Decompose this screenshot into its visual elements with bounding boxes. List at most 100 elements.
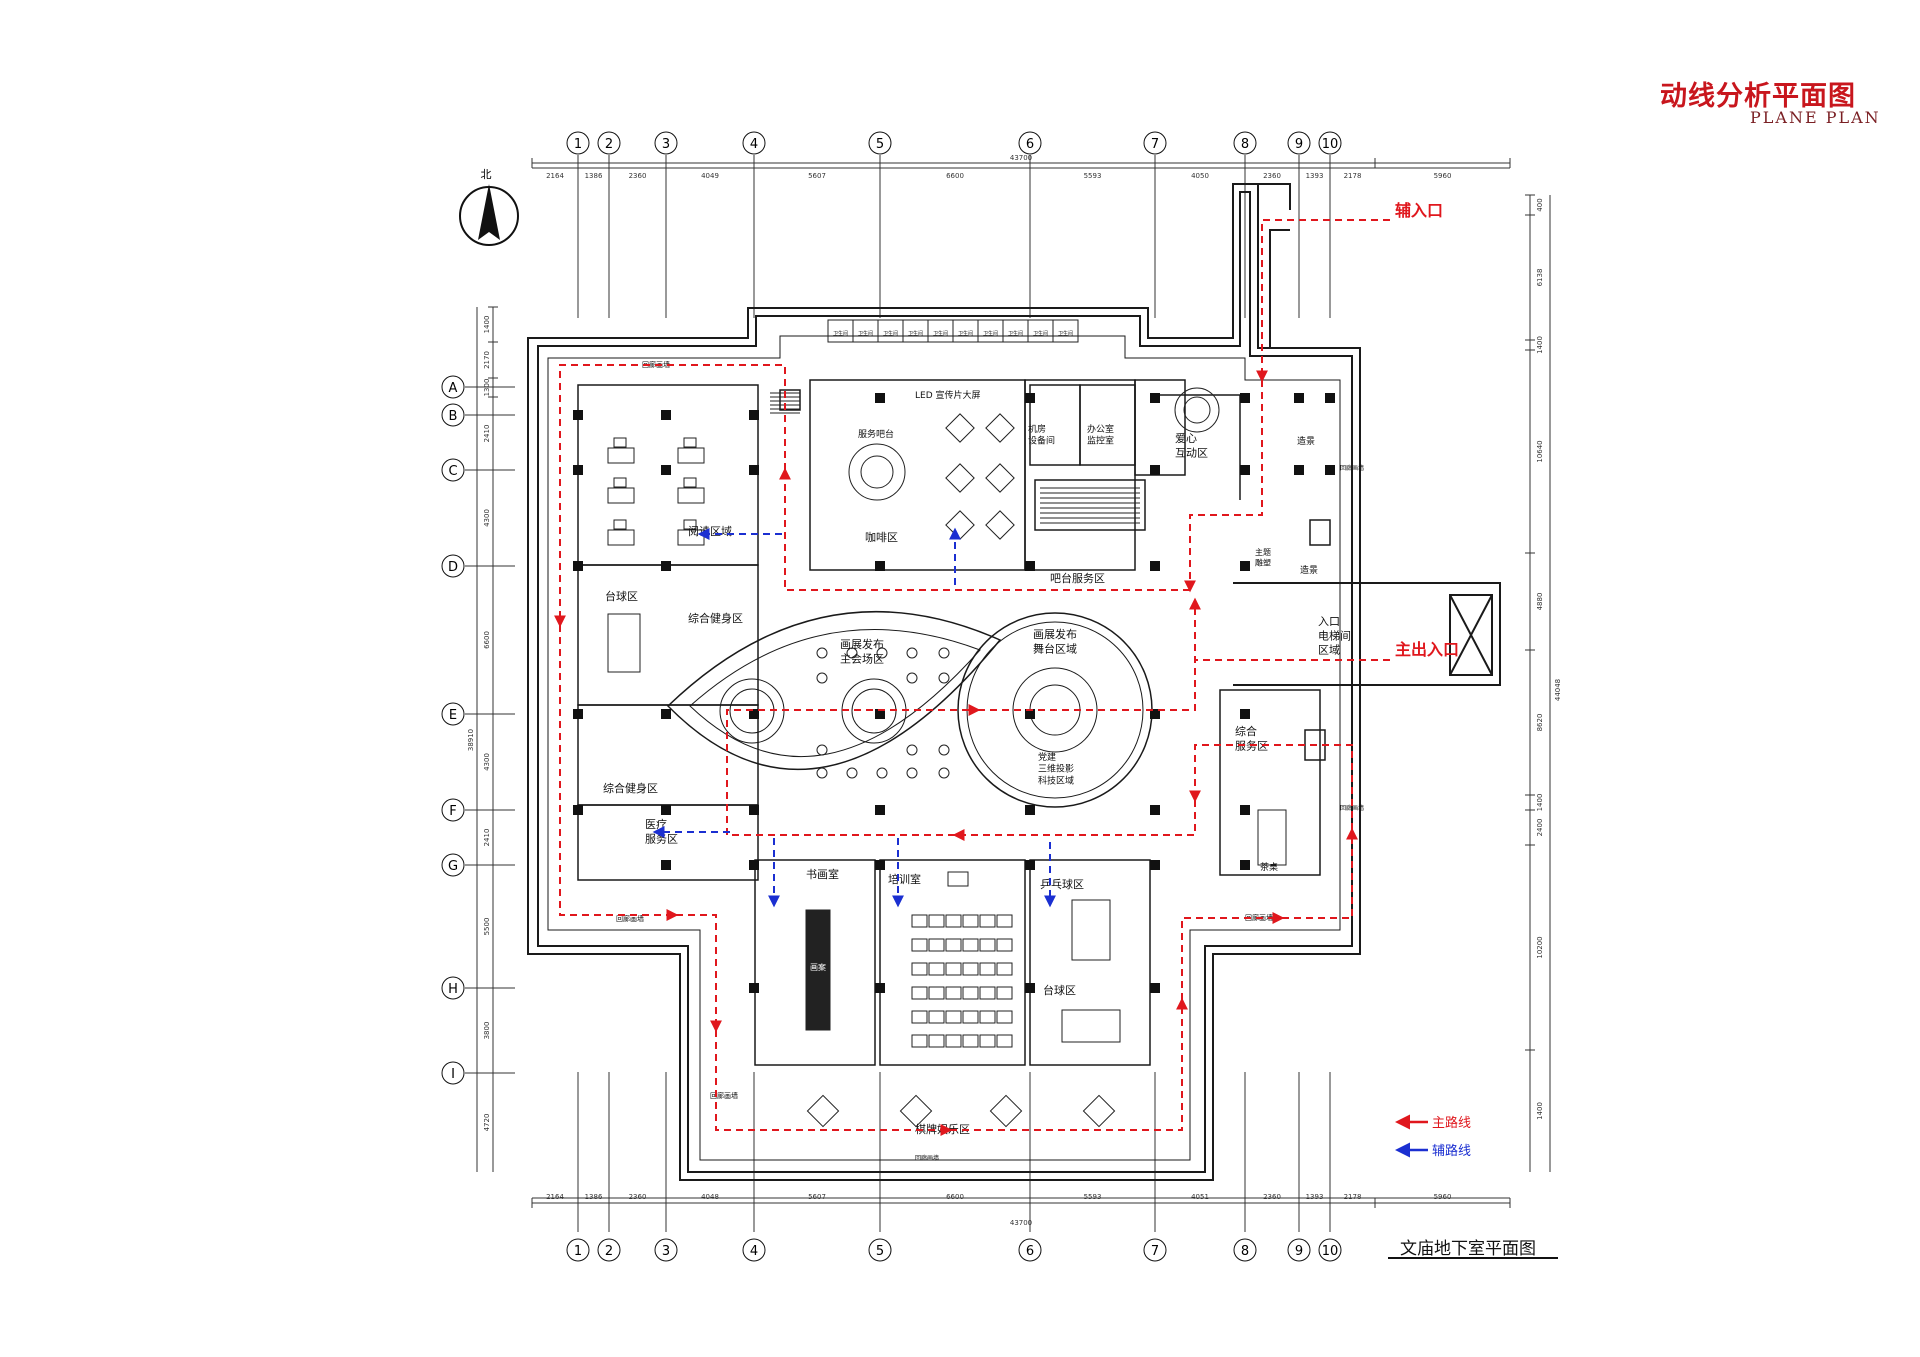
label-exhibition-main: 画展发布主会场区 xyxy=(840,637,884,665)
dim-bottom-label: 2360 xyxy=(1263,1193,1281,1201)
toilet-label: 卫生间 xyxy=(1033,330,1048,337)
toilet-label: 卫生间 xyxy=(933,330,948,337)
axis-bubble-col: 10 xyxy=(1318,1238,1342,1262)
column xyxy=(661,410,671,420)
column xyxy=(1025,805,1035,815)
axis-bubble-circle xyxy=(566,1238,590,1262)
column xyxy=(1150,561,1160,571)
axis-bubble-circle xyxy=(1233,131,1257,155)
axis-number-label: 9 xyxy=(1295,137,1303,152)
axis-bubble-circle xyxy=(1143,131,1167,155)
dim-bottom-label: 1386 xyxy=(585,1193,603,1201)
axis-number-label: 1 xyxy=(574,1244,582,1259)
column xyxy=(573,805,583,815)
axis-bubble-circle xyxy=(597,1238,621,1262)
axis-bubble-col: 6 xyxy=(1018,131,1042,155)
column xyxy=(573,465,583,475)
sheet-title-underline xyxy=(1388,1257,1558,1259)
training-seat xyxy=(911,986,928,1000)
label-machine-room: 机房设备间 xyxy=(1028,423,1055,447)
axis-bubble-row: C xyxy=(441,458,465,482)
chair xyxy=(613,437,627,448)
dim-left-label: 2170 xyxy=(483,351,491,369)
dim-bottom-label: 5593 xyxy=(1084,1193,1102,1201)
exhibition-seat xyxy=(876,647,888,659)
axis-bubble-col: 2 xyxy=(597,131,621,155)
dim-top-label: 5593 xyxy=(1084,172,1102,180)
billiards-table xyxy=(607,613,641,673)
dim-top-label: 4050 xyxy=(1191,172,1209,180)
dim-left-label: 1400 xyxy=(483,316,491,334)
axis-bubble-col: 7 xyxy=(1143,131,1167,155)
axis-bubble-circle xyxy=(1287,131,1311,155)
label-billiards-2: 台球区 xyxy=(1043,983,1076,997)
dim-right-label: 1400 xyxy=(1536,794,1544,812)
chair xyxy=(683,437,697,448)
dim-bottom-total: 43700 xyxy=(1010,1219,1032,1227)
dim-left-label: 5500 xyxy=(483,918,491,936)
column xyxy=(661,465,671,475)
desk xyxy=(607,529,635,546)
chess-table xyxy=(899,1094,933,1128)
dim-left-label: 4300 xyxy=(483,509,491,527)
route-legend: 主路线 辅路线 xyxy=(1395,1114,1471,1159)
column xyxy=(875,709,885,719)
axis-bubble-circle xyxy=(1318,1238,1342,1262)
desk xyxy=(607,447,635,464)
axis-bubble-circle xyxy=(441,403,465,427)
column xyxy=(875,860,885,870)
label-landscape-1: 造景 xyxy=(1297,435,1315,447)
dim-left-label: 1300 xyxy=(483,379,491,397)
axis-letter-label: B xyxy=(449,409,458,424)
chess-table xyxy=(806,1094,840,1128)
axis-bubble-col: 2 xyxy=(597,1238,621,1262)
axis-number-label: 7 xyxy=(1151,137,1159,152)
dim-top-label: 4049 xyxy=(701,172,719,180)
training-seat xyxy=(945,938,962,952)
axis-bubble-circle xyxy=(1233,1238,1257,1262)
toilet-label: 卫生间 xyxy=(858,330,873,337)
chair xyxy=(613,519,627,530)
cafe-table xyxy=(945,463,975,493)
dim-top-total: 43700 xyxy=(1010,154,1032,162)
column xyxy=(573,709,583,719)
dim-right-label: 2400 xyxy=(1536,819,1544,837)
axis-number-label: 8 xyxy=(1241,1244,1249,1259)
label-corridor-wall-3: 回廊画墙 xyxy=(710,1091,738,1100)
legend-main-route: 主路线 xyxy=(1432,1115,1471,1131)
axis-bubble-col: 5 xyxy=(868,1238,892,1262)
dim-left-label: 6600 xyxy=(483,631,491,649)
staircase-icon xyxy=(770,392,1140,524)
column xyxy=(1294,465,1304,475)
training-seat xyxy=(979,1010,996,1024)
label-sculpture: 主题雕塑 xyxy=(1255,547,1271,567)
dim-top-label: 5960 xyxy=(1434,172,1452,180)
axis-bubble-circle xyxy=(742,1238,766,1262)
axis-bubble-circle xyxy=(868,131,892,155)
dim-bottom-label: 2178 xyxy=(1344,1193,1362,1201)
training-seat xyxy=(911,938,928,952)
column xyxy=(661,860,671,870)
training-seat xyxy=(928,914,945,928)
axis-letter-label: F xyxy=(449,804,456,819)
label-charity: 爱心互动区 xyxy=(1175,432,1208,459)
column xyxy=(1150,393,1160,403)
label-corridor-wall-6: 回廊画墙 xyxy=(1340,464,1364,472)
chair xyxy=(683,477,697,488)
column xyxy=(1240,709,1250,719)
dim-bottom-label: 4051 xyxy=(1191,1193,1209,1201)
dim-top-label: 2178 xyxy=(1344,172,1362,180)
label-reading: 阅读区域 xyxy=(688,524,732,538)
exhibition-seat xyxy=(816,744,828,756)
label-training: 培训室 xyxy=(888,872,921,886)
axis-bubble-col: 10 xyxy=(1318,131,1342,155)
desk xyxy=(677,487,705,504)
dim-left-label: 4720 xyxy=(483,1114,491,1132)
exhibition-seat xyxy=(846,647,858,659)
axis-letter-label: A xyxy=(449,381,458,396)
exhibition-seat xyxy=(938,672,950,684)
training-seat xyxy=(996,986,1013,1000)
dim-left-label: 4300 xyxy=(483,753,491,771)
dim-top-label: 2360 xyxy=(1263,172,1281,180)
desk xyxy=(677,447,705,464)
